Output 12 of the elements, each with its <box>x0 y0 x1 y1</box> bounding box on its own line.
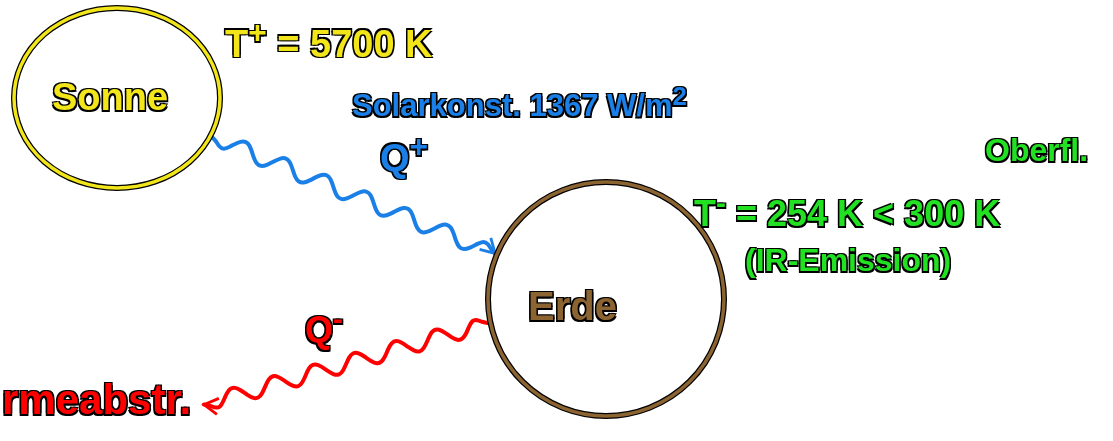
temperature-label: T$^{+}$ = 5700 K <box>225 14 433 66</box>
wavy-arrow <box>210 135 498 256</box>
constant-label: Solarkonst. 1367 W/m$^{2}$ <box>352 82 687 125</box>
node-label: rmeabstr. <box>2 376 192 424</box>
node-label: Erde <box>528 284 617 329</box>
surface-label: Oberfl. <box>985 132 1089 169</box>
heat-label: Q$^{-}$ <box>305 302 343 351</box>
temperature-label: T$^{-}$ = 254 K < 300 K <box>694 186 1001 235</box>
wavy-arrow <box>202 318 491 416</box>
heat-label: Q$^{+}$ <box>380 128 429 180</box>
node-label: Sonne <box>52 76 169 119</box>
emission-label: (IR-Emission) <box>745 242 952 279</box>
